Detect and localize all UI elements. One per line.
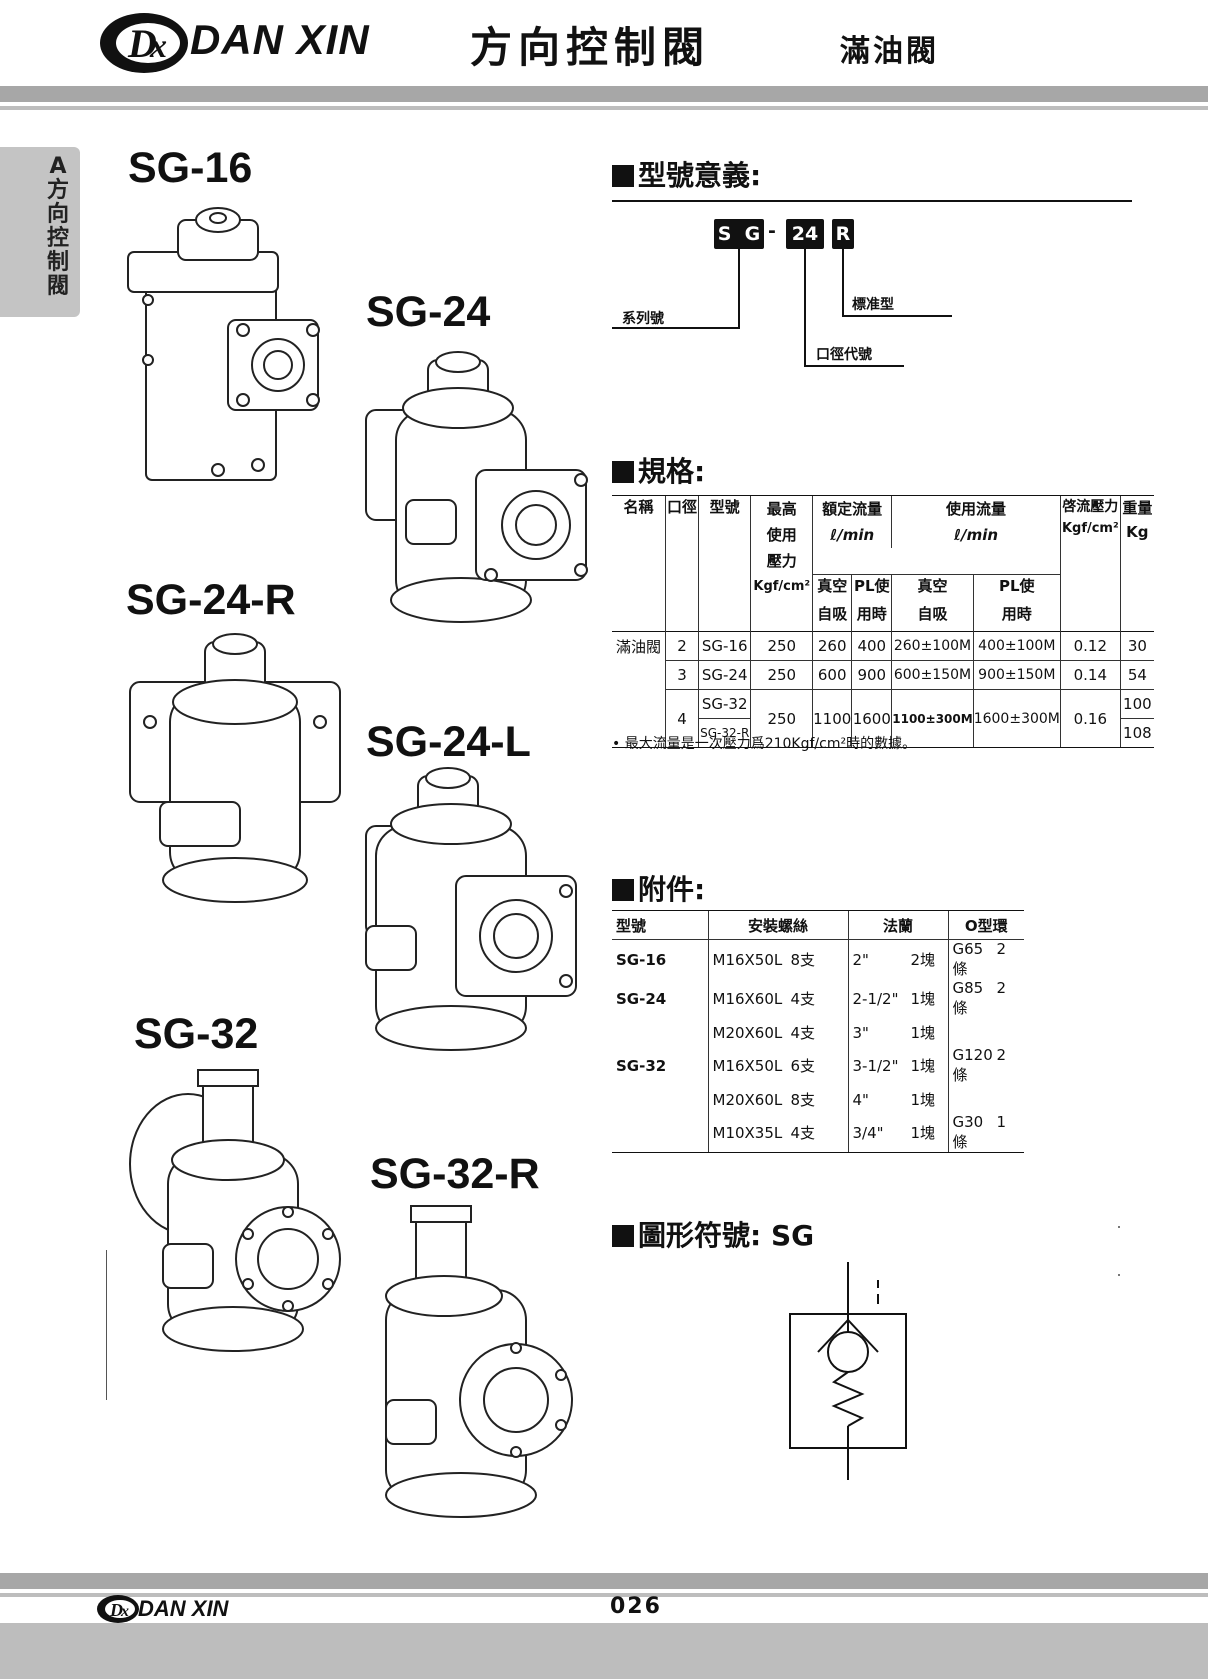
spec-col-name: 名稱 — [612, 495, 666, 632]
table-row: 3 SG-24 250 600 900 600±150M 900±150M 0.… — [612, 660, 1154, 690]
square-bullet-icon — [612, 461, 634, 483]
spec-col-pressure: 最高 使用 壓力 Kgf/cm² — [750, 495, 813, 632]
spec-sub-vac-use: 真空 — [891, 574, 974, 603]
spec-heading: 規格: — [612, 450, 705, 490]
spec-note: • 最大流量是一次壓力爲210Kgf/cm²時的數據。 — [612, 736, 917, 752]
spec-col-weight: 重量 Kg — [1119, 495, 1154, 632]
chapter-tab-letter: A — [49, 154, 67, 179]
danxin-footer-logo-icon: D x — [97, 1595, 139, 1623]
table-row: 4 SG-32 250 1100 1600 1100±300M 1600±300… — [612, 689, 1154, 748]
chapter-tab-char: 控 — [46, 226, 69, 251]
spec-sub-pl-use2: 用時 — [972, 603, 1061, 632]
model-meaning-heading: 型號意義: — [612, 154, 761, 194]
square-bullet-icon — [612, 1225, 634, 1247]
leader-line — [842, 249, 844, 317]
spec-sub-pl: PL使 — [851, 574, 892, 603]
accessories-header-row: 型號 安裝螺絲 法蘭 O型環 — [612, 910, 1024, 940]
valve-sg16-image — [127, 207, 320, 481]
brand-name: DAN XIN — [190, 16, 370, 63]
symbol-heading: 圖形符號: SG — [612, 1214, 814, 1254]
svg-text:x: x — [120, 1603, 129, 1620]
svg-text:x: x — [149, 28, 167, 65]
page-title: 方向控制閥 — [470, 23, 711, 72]
leader-line — [842, 315, 952, 317]
spec-col-bore: 口徑 — [665, 495, 699, 632]
spec-sub-vac2: 自吸 — [812, 603, 852, 632]
leader-line — [804, 249, 806, 367]
spec-col-use-flow: 使用流量 ℓ/min — [891, 495, 1061, 548]
page-number: 026 — [610, 1594, 662, 1619]
spec-sub-vac: 真空 — [812, 574, 852, 603]
spec-sub-vac-use2: 自吸 — [891, 603, 974, 632]
square-bullet-icon — [612, 165, 634, 187]
product-label-sg16: SG-16 — [128, 144, 253, 192]
spec-col-crack: 啓流壓力 Kgf/cm² — [1059, 495, 1121, 632]
crop-mark — [106, 1250, 107, 1400]
product-label-sg24l: SG-24-L — [366, 718, 531, 766]
chapter-tab-char: 制 — [46, 250, 69, 275]
label-series: 系列號 — [622, 311, 664, 327]
spec-col-rated-flow: 額定流量 ℓ/min — [812, 495, 892, 548]
code-box-type: R — [832, 219, 854, 249]
footer-divider — [0, 1573, 1208, 1589]
header-divider-thin — [0, 106, 1208, 110]
leader-line — [738, 249, 740, 329]
square-bullet-icon — [612, 879, 634, 901]
product-label-sg24: SG-24 — [366, 288, 491, 336]
label-bore: 口徑代號 — [816, 347, 872, 363]
valve-sg24-image — [365, 351, 588, 623]
code-dash: - — [768, 220, 776, 242]
label-standard: 標准型 — [852, 297, 894, 313]
footer-band — [0, 1623, 1208, 1679]
spec-col-model: 型號 — [697, 495, 751, 632]
header-divider — [0, 86, 1208, 102]
heading-rule — [612, 200, 1132, 202]
check-valve-symbol-icon — [789, 1262, 907, 1480]
footer-brand: DAN XIN — [138, 1596, 229, 1621]
spec-header-row: 名稱 口徑 型號 最高 使用 壓力 Kgf/cm² 額定流量 ℓ/min 使用流… — [612, 495, 1154, 632]
chapter-tab-char: 方 — [46, 178, 69, 203]
product-label-sg32r: SG-32-R — [370, 1150, 540, 1198]
code-box-series: S G — [714, 219, 764, 249]
product-label-sg32: SG-32 — [134, 1010, 259, 1058]
svg-text:D: D — [109, 1600, 123, 1620]
chapter-tab-char: 閥 — [46, 274, 69, 299]
spec-sub-pl2: 用時 — [851, 603, 892, 632]
table-row: 滿油閥 2 SG-16 250 260 400 260±100M 400±100… — [612, 631, 1154, 661]
page-subtitle: 滿油閥 — [840, 34, 939, 69]
valve-sg32r-image — [385, 1205, 573, 1518]
danxin-logo-icon: D x — [100, 13, 188, 73]
leader-line — [612, 327, 740, 329]
spec-sub-pl-use: PL使 — [972, 574, 1061, 603]
product-label-sg24r: SG-24-R — [126, 576, 296, 624]
code-box-bore: 24 — [786, 219, 824, 249]
chapter-tab-char: 向 — [46, 202, 69, 227]
footer-divider-thin — [0, 1593, 1208, 1597]
svg-text:D: D — [127, 21, 157, 66]
valve-sg32-image — [129, 1069, 341, 1352]
speck — [1118, 1226, 1120, 1228]
chapter-tab[interactable]: A 方 向 控 制 閥 — [0, 147, 80, 317]
leader-line — [804, 365, 904, 367]
table-row: SG-32-R 108 — [612, 718, 1154, 748]
valve-sg24r-image — [129, 633, 341, 903]
spec-table: 名稱 口徑 型號 最高 使用 壓力 Kgf/cm² 額定流量 ℓ/min 使用流… — [612, 495, 1154, 748]
accessories-heading: 附件: — [612, 868, 705, 908]
valve-sg24l-image — [365, 767, 577, 1051]
speck — [1118, 1274, 1120, 1276]
